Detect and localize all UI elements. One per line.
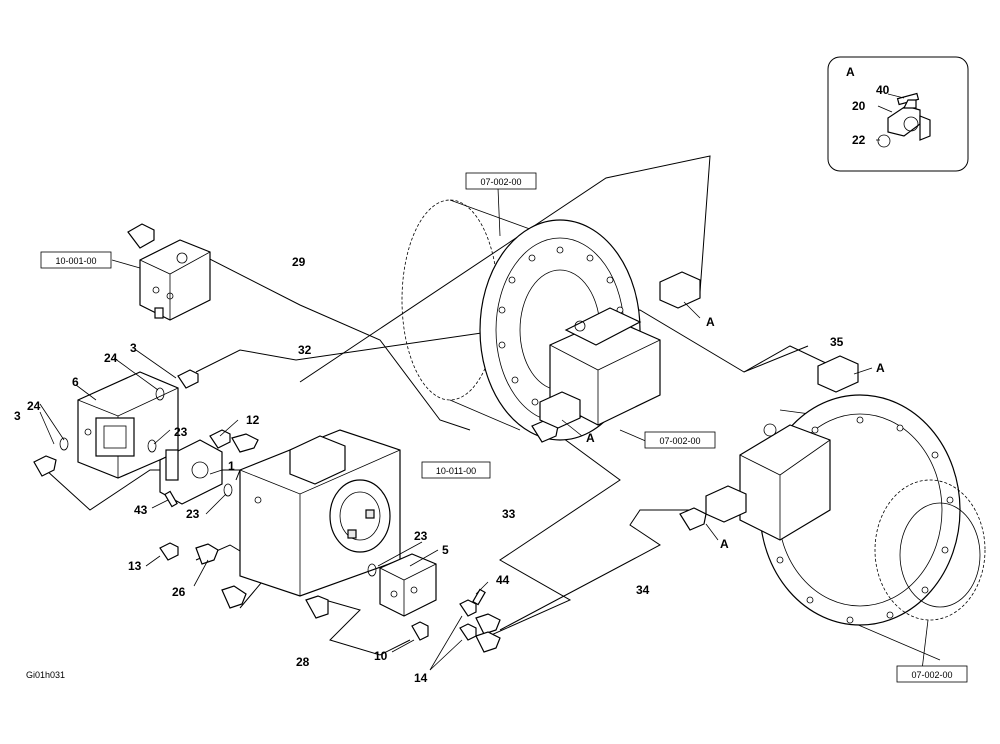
label-part-23-c: 23 xyxy=(414,529,428,543)
label-part-3-lower: 3 xyxy=(14,409,21,423)
pipe-lower-left xyxy=(45,469,241,511)
pipe-35 xyxy=(743,345,831,373)
ref-code-pump: 10-011-00 xyxy=(436,466,476,476)
label-flange-a-2: A xyxy=(876,361,885,375)
label-part-34: 34 xyxy=(636,583,650,597)
pipe-33 xyxy=(479,429,621,641)
drawing-code: Gi01h031 xyxy=(26,670,65,680)
label-part-22: 22 xyxy=(852,133,866,147)
wheel-motor-lower xyxy=(739,394,986,661)
label-part-43: 43 xyxy=(134,503,148,517)
ref-box-pump xyxy=(421,461,491,479)
flange-block-1 xyxy=(159,439,223,505)
wheel-motor-upper xyxy=(401,199,661,441)
ref-box-top xyxy=(465,172,537,190)
hydraulic-lines xyxy=(45,155,831,656)
label-part-20: 20 xyxy=(852,99,866,113)
label-part-14: 14 xyxy=(414,671,428,685)
reference-boxes: 07-002-00 10-001-00 07-002-00 10-011-00 … xyxy=(40,172,968,683)
label-part-12: 12 xyxy=(246,413,260,427)
ref-box-bottom xyxy=(896,665,968,683)
label-part-23-a: 23 xyxy=(174,425,188,439)
label-part-3-upper: 3 xyxy=(130,341,137,355)
ref-box-mid xyxy=(644,431,716,449)
label-part-24-lower: 24 xyxy=(27,399,41,413)
label-part-26: 26 xyxy=(172,585,186,599)
valve-block-5 xyxy=(379,553,437,617)
ref-code-top: 07-002-00 xyxy=(480,177,521,187)
label-detail-a: A xyxy=(846,65,855,79)
label-part-40: 40 xyxy=(876,83,890,97)
pipe-28 xyxy=(317,597,411,656)
label-flange-a-1: A xyxy=(706,315,715,329)
pipe-upper-long xyxy=(299,155,711,383)
label-part-33: 33 xyxy=(502,507,516,521)
fittings xyxy=(33,271,859,653)
pipe-29 xyxy=(195,251,471,431)
pipe-34 xyxy=(499,509,690,631)
pipe-32 xyxy=(195,309,809,373)
label-part-35: 35 xyxy=(830,335,844,349)
label-part-23-b: 23 xyxy=(186,507,200,521)
label-part-6: 6 xyxy=(72,375,79,389)
label-part-29: 29 xyxy=(292,255,306,269)
ref-box-valve xyxy=(40,251,112,269)
label-flange-a-4: A xyxy=(720,537,729,551)
leader-lines xyxy=(39,93,929,671)
label-part-5: 5 xyxy=(442,543,449,557)
ref-code-mid: 07-002-00 xyxy=(659,436,700,446)
label-part-28: 28 xyxy=(296,655,310,669)
label-flange-a-3: A xyxy=(586,431,595,445)
ref-code-bottom: 07-002-00 xyxy=(911,670,952,680)
label-part-10: 10 xyxy=(374,649,388,663)
label-part-13: 13 xyxy=(128,559,142,573)
label-part-32: 32 xyxy=(298,343,312,357)
part-labels: 29 32 3 24 6 24 3 12 23 1 43 23 13 26 23… xyxy=(14,65,890,685)
label-part-1: 1 xyxy=(228,459,235,473)
flange-clamp-detail xyxy=(877,92,931,148)
pump-10-011 xyxy=(239,429,401,597)
label-part-24-upper: 24 xyxy=(104,351,118,365)
valve-block-10-001 xyxy=(127,223,211,321)
ref-code-valve: 10-001-00 xyxy=(55,256,96,266)
label-part-44: 44 xyxy=(496,573,510,587)
detail-a-inset xyxy=(827,56,969,172)
